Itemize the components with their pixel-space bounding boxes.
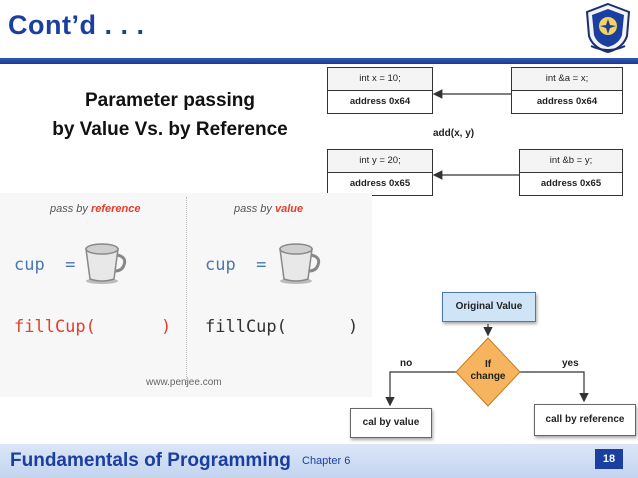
- box-a-addr: address 0x64: [536, 96, 598, 107]
- flowchart: Original Value If change no yes cal by v…: [340, 288, 638, 448]
- flow-call-by-value: cal by value: [350, 408, 432, 438]
- label-pass-by-reference: pass by reference: [50, 203, 141, 215]
- title-divider: [0, 58, 638, 64]
- connector-no: [385, 371, 458, 407]
- panel-divider: [186, 197, 187, 387]
- decision-line-1: If: [484, 359, 492, 370]
- function-call: add(x, y): [433, 128, 475, 139]
- slide-title: Cont’d . . .: [8, 10, 145, 40]
- cups-illustration: pass by reference pass by value cup = cu…: [0, 193, 372, 397]
- label-keyword: value: [274, 203, 304, 215]
- box-x-decl: int x = 10;: [328, 68, 432, 91]
- flow-no-label: no: [400, 358, 413, 369]
- box-y-addr: address 0x65: [349, 178, 411, 189]
- flow-call-by-reference: call by reference: [534, 404, 636, 436]
- cup-icon: [279, 243, 321, 284]
- fillcup-paren-right: ): [348, 317, 359, 337]
- box-y: int y = 20; address 0x65: [327, 149, 433, 196]
- box-x-addr: address 0x64: [349, 96, 411, 107]
- box-a: int &a = x; address 0x64: [511, 67, 623, 114]
- box-x: int x = 10; address 0x64: [327, 67, 433, 114]
- course-title: Fundamentals of Programming: [10, 450, 291, 471]
- flow-decision-label: If change: [458, 359, 518, 383]
- flow-original-value: Original Value: [442, 292, 536, 322]
- box-a-decl: int &a = x;: [512, 68, 622, 91]
- footer-bar: Fundamentals of Programming Chapter 6 18: [0, 444, 638, 478]
- box-b-decl: int &b = y;: [520, 150, 622, 173]
- box-y-decl: int y = 20;: [328, 150, 432, 173]
- label-pass-by-value: pass by value: [234, 203, 303, 215]
- cup-assign-left: cup =: [14, 255, 76, 275]
- fillcup-call-right: fillCup(: [205, 317, 287, 337]
- slide-subtitle: Parameter passing by Value Vs. by Refere…: [20, 86, 320, 144]
- cup-assign-right: cup =: [205, 255, 267, 275]
- diagram-arrows: [432, 89, 519, 180]
- box-b-addr: address 0x65: [540, 178, 602, 189]
- subtitle-line-1: Parameter passing: [84, 90, 256, 111]
- memory-diagram: int x = 10; address 0x64 int &a = x; add…: [325, 65, 627, 207]
- cup-icon: [85, 243, 127, 284]
- watermark: www.penjee.com: [146, 377, 222, 388]
- flow-yes-label: yes: [562, 358, 579, 369]
- flowchart-connectors: [385, 324, 589, 407]
- label-keyword: reference: [90, 203, 141, 215]
- box-b: int &b = y; address 0x65: [519, 149, 623, 196]
- connector-yes: [518, 371, 589, 403]
- subtitle-line-2: by Value Vs. by Reference: [52, 119, 288, 140]
- fillcup-call-left: fillCup(: [14, 317, 96, 337]
- page-number: 18: [595, 449, 623, 469]
- decision-diamond: [455, 337, 521, 407]
- label-prefix: pass by: [234, 203, 275, 215]
- decision-line-2: change: [470, 371, 506, 382]
- label-prefix: pass by: [50, 203, 91, 215]
- chapter-label: Chapter 6: [302, 455, 351, 467]
- fillcup-paren-left: ): [161, 317, 172, 337]
- university-logo-icon: [585, 2, 631, 54]
